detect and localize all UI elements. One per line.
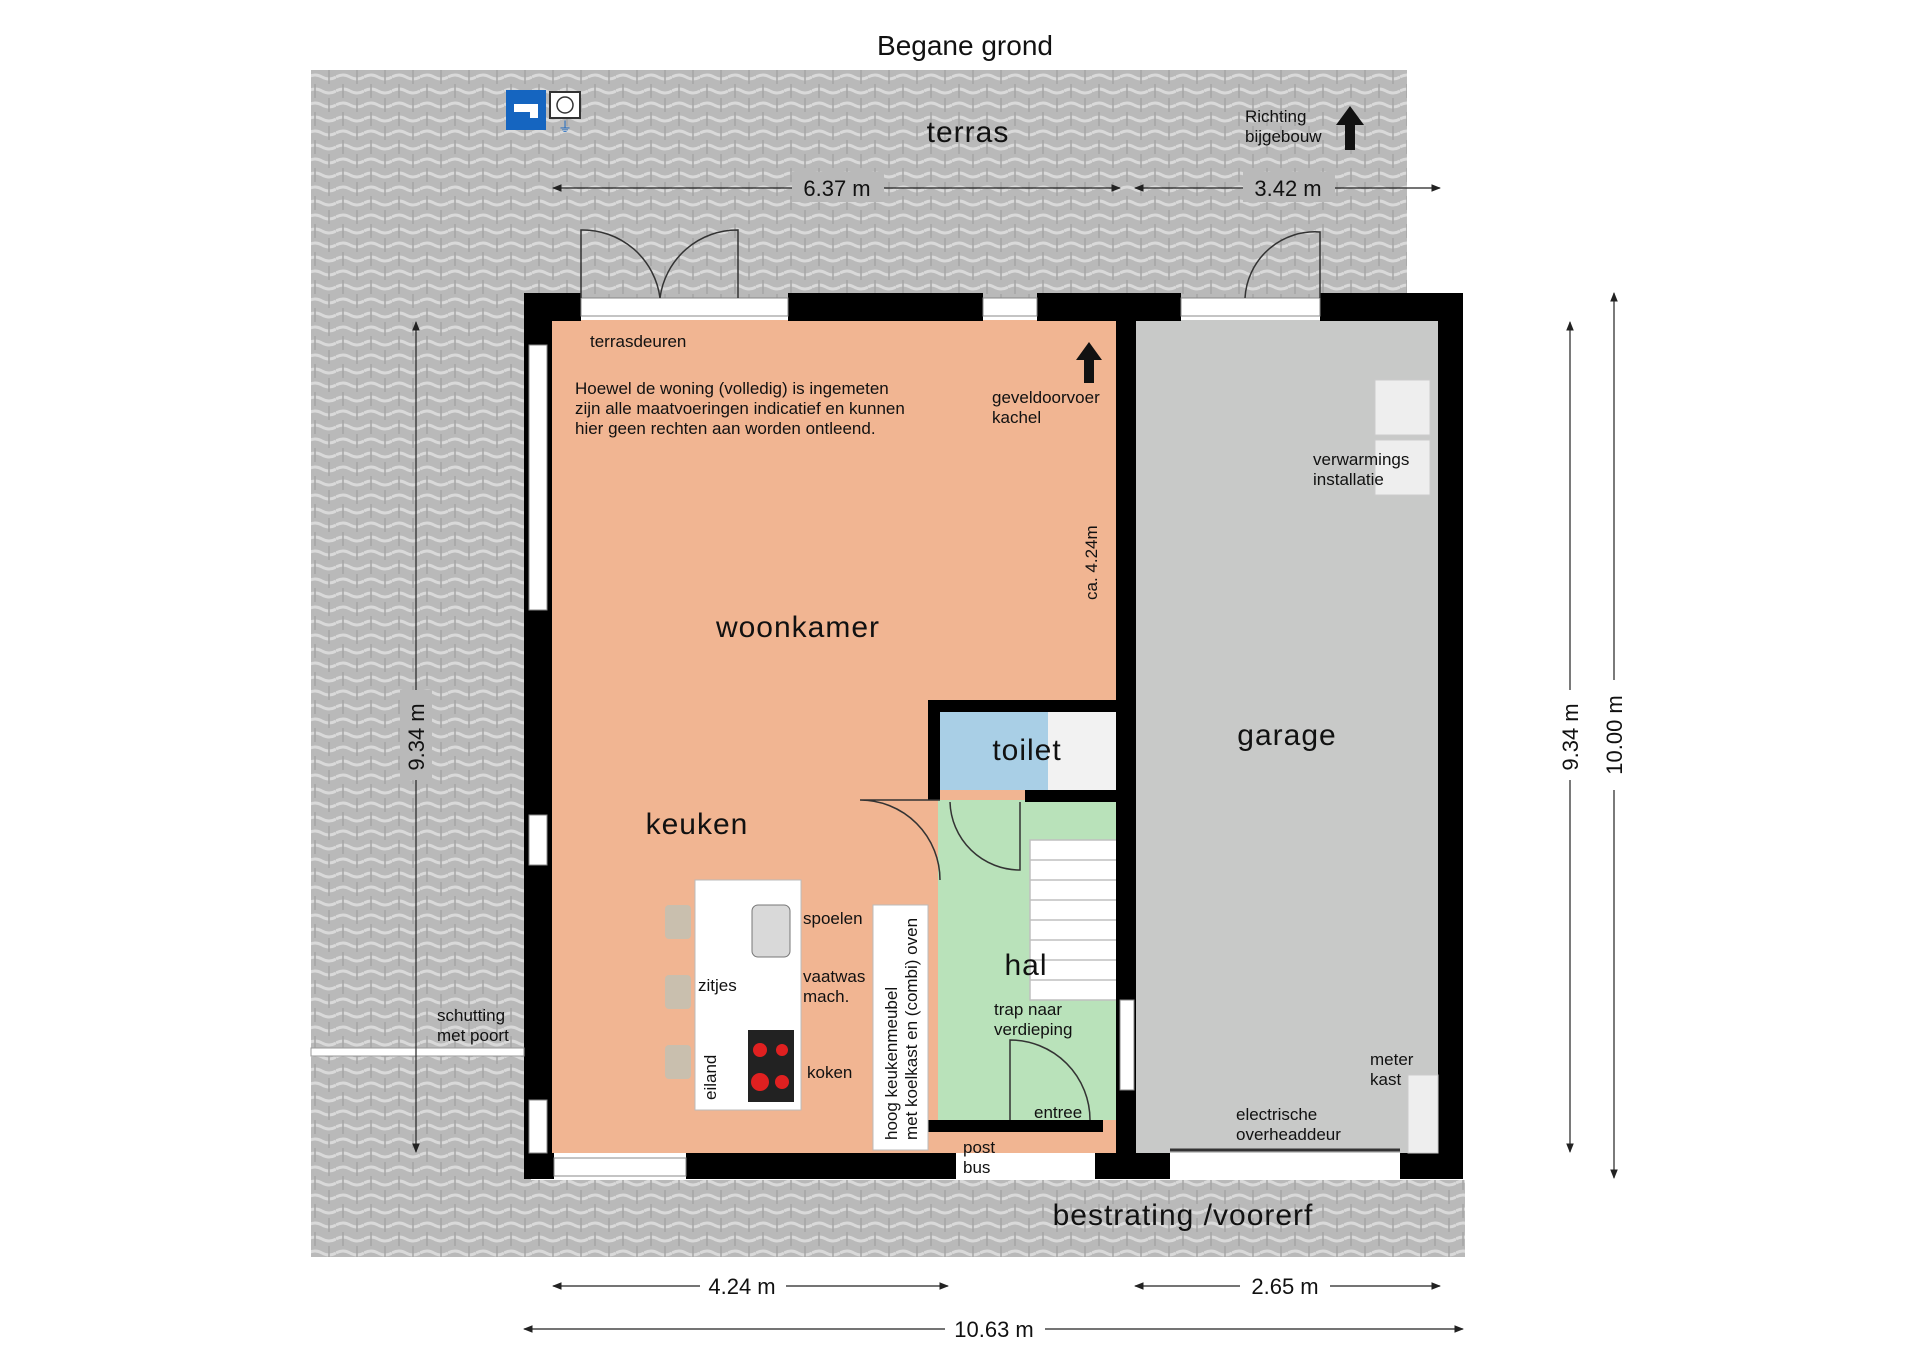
svg-text:⏚: ⏚ (558, 119, 572, 135)
dimension-bottom-total: 10.63 m (954, 1317, 1034, 1342)
label-kast: kast (1370, 1070, 1401, 1089)
room-label-voorerf: bestrating /voorerf (1053, 1199, 1314, 1232)
room-label-woonkamer: woonkamer (715, 611, 880, 644)
room-label-keuken: keuken (646, 808, 749, 841)
label-richting: Richting (1245, 107, 1306, 126)
room-label-hal: hal (1004, 949, 1047, 982)
label-met-poort: met poort (437, 1026, 509, 1045)
label-terrasdeuren: terrasdeuren (590, 332, 686, 351)
room-label-garage: garage (1237, 719, 1336, 752)
label-trap-naar: trap naar (994, 1000, 1062, 1019)
room-label-toilet: toilet (992, 734, 1061, 767)
front-paving (520, 1180, 1465, 1257)
label-meter: meter (1370, 1050, 1414, 1069)
plan-title: Begane grond (877, 30, 1053, 61)
dimension-top-right: 3.42 m (1254, 176, 1321, 201)
label-post: post (963, 1138, 995, 1157)
dimension-right-height: 9.34 m (1558, 703, 1583, 770)
label-schutting: schutting (437, 1006, 505, 1025)
label-bijgebouw: bijgebouw (1245, 127, 1322, 146)
arrow-up-icon (1336, 106, 1364, 150)
power-socket-icon: ⏚ (549, 91, 581, 135)
label-entree: entree (1034, 1103, 1082, 1122)
label-overheaddeur: overheaddeur (1236, 1125, 1341, 1144)
kitchen-island (665, 879, 802, 1111)
room-label-terras: terras (927, 116, 1010, 149)
label-eiland: eiland (701, 1055, 720, 1100)
label-spoelen: spoelen (803, 909, 863, 928)
door-swings (580, 229, 1321, 1121)
label-ca-height: ca. 4.24m (1082, 525, 1101, 600)
dimension-left-height: 9.34 m (404, 703, 429, 770)
dimension-top-left: 6.37 m (803, 176, 870, 201)
dimension-bottom-right: 2.65 m (1251, 1274, 1318, 1299)
water-tap-icon (506, 90, 546, 130)
dimension-right-total: 10.00 m (1602, 695, 1627, 775)
disclaimer-line-2: zijn alle maatvoeringen indicatief en ku… (575, 399, 905, 418)
label-geveldoorvoer: geveldoorvoer (992, 388, 1100, 407)
label-verwarmings: verwarmings (1313, 450, 1409, 469)
arrow-up-icon (1076, 342, 1102, 383)
label-electrische: electrische (1236, 1105, 1317, 1124)
heating-unit (1374, 379, 1431, 436)
label-koelkast-oven: met koelkast en (combi) oven (902, 918, 921, 1140)
windows (528, 297, 1321, 1177)
label-verdieping: verdieping (994, 1020, 1072, 1039)
toilet-white (1048, 710, 1117, 790)
label-installatie: installatie (1313, 470, 1384, 489)
label-hoog-keukenmeubel: hoog keukenmeubel (882, 987, 901, 1140)
label-mach: mach. (803, 987, 849, 1006)
tall-kitchen-cabinet (872, 904, 929, 1151)
heating-unit-lower (1374, 439, 1431, 496)
disclaimer-line-3: hier geen rechten aan worden ontleend. (575, 419, 876, 438)
label-vaatwas: vaatwas (803, 967, 865, 986)
disclaimer-line-1: Hoewel de woning (volledig) is ingemeten (575, 379, 889, 398)
label-koken: koken (807, 1063, 852, 1082)
fence (310, 1047, 525, 1057)
dimension-bottom-left: 4.24 m (708, 1274, 775, 1299)
meter-cabinet (1407, 1074, 1439, 1154)
room-toilet (938, 710, 1048, 790)
label-kachel: kachel (992, 408, 1041, 427)
label-bus: bus (963, 1158, 990, 1177)
label-zitjes: zitjes (698, 976, 737, 995)
